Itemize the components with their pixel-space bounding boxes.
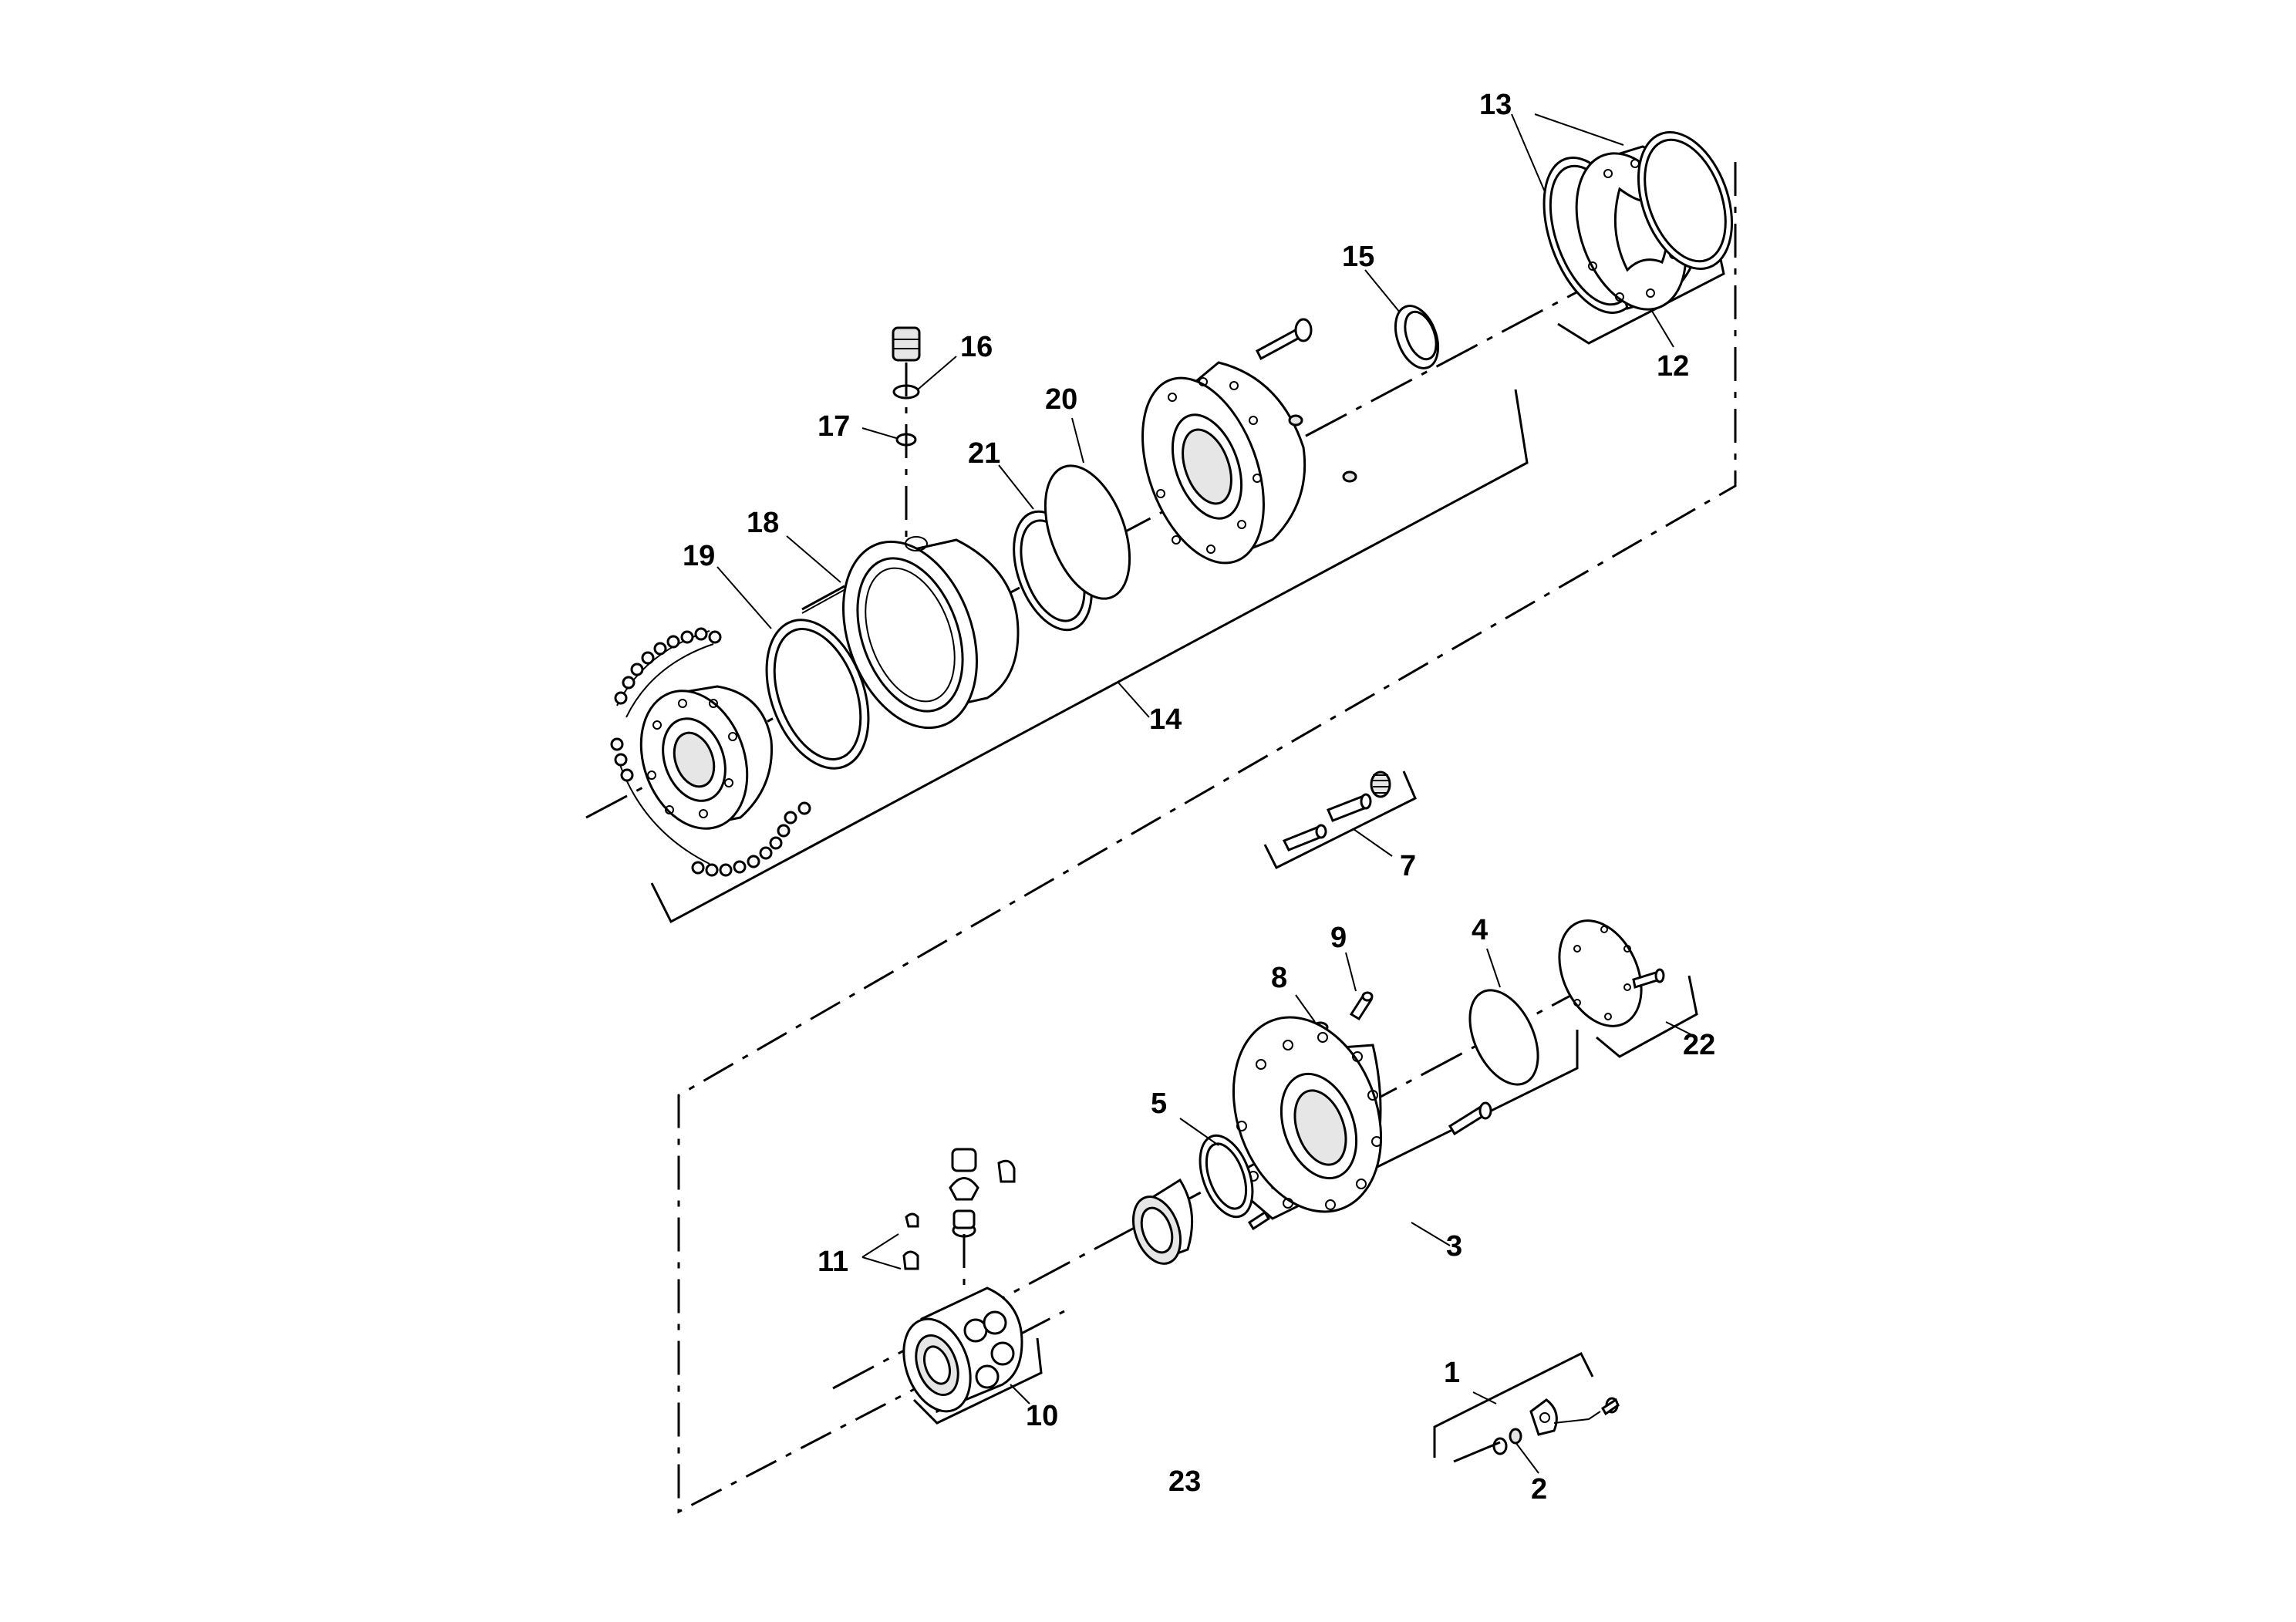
leader-20 [1071,417,1084,464]
leader-5 [1179,1118,1219,1146]
leader-1 [1472,1391,1497,1404]
leader-2 [1515,1442,1539,1474]
callout-19: 19 [683,540,715,572]
callout-21: 21 [968,437,1000,470]
drive-flange [639,685,773,830]
vanes-11 [902,1148,1016,1296]
leader-7 [1353,828,1393,857]
callout-4: 4 [1472,914,1488,946]
cover-plate-22 [1558,919,1698,1058]
callout-12: 12 [1657,350,1689,383]
callout-13: 13 [1479,89,1512,121]
seal-ring-19 [765,619,870,770]
bracket-kit-1 [1433,1351,1620,1463]
leader-18 [786,535,841,583]
ball-ring-19 [610,627,811,877]
screw-9 [1349,991,1374,1021]
callout-9: 9 [1330,922,1347,954]
callout-8: 8 [1271,962,1287,994]
leader-11a [861,1233,899,1258]
callout-23: 23 [1168,1465,1201,1498]
flange-housing [1141,318,1357,565]
leader-19 [716,566,772,629]
callout-2: 2 [1531,1473,1547,1506]
leader-3 [1411,1222,1451,1246]
bearing-5 [1132,1134,1254,1265]
callout-5: 5 [1151,1088,1167,1120]
leader-12 [1650,308,1674,348]
leader-17 [861,427,897,439]
leader-13a [1511,113,1551,205]
rotor-block-10 [902,1286,1043,1425]
leader-9 [1345,952,1357,992]
bearing-ring-15 [1394,305,1440,369]
leader-8 [1295,994,1316,1023]
callout-22: 22 [1683,1029,1715,1061]
callout-1: 1 [1444,1357,1460,1389]
leader-15 [1364,269,1401,313]
callout-15: 15 [1342,241,1374,273]
leader-13b [1534,113,1624,146]
leader-21 [998,464,1034,510]
callout-20: 20 [1045,383,1077,416]
housing-drum [842,536,1020,730]
pin-kit-7 [1263,771,1417,870]
leader-16 [917,356,957,390]
leader-14 [1118,682,1150,718]
pin-18 [801,585,848,614]
callout-16: 16 [960,331,993,363]
o-ring-20 [1043,464,1131,600]
callout-7: 7 [1400,850,1416,882]
bracket-14 [650,389,1529,924]
motor-housing-3 [1218,1016,1579,1231]
valve-plug-16 [892,326,921,540]
leader-22 [1665,1021,1698,1038]
callout-17: 17 [818,410,850,443]
callout-11: 11 [818,1246,848,1278]
connector-long-right [677,162,1737,1514]
leader-10 [1010,1384,1030,1404]
leader-4 [1486,948,1501,988]
callout-10: 10 [1026,1400,1058,1432]
leader-11b [861,1256,902,1270]
callout-3: 3 [1446,1230,1462,1263]
callout-14: 14 [1149,703,1182,736]
callout-18: 18 [747,507,779,539]
o-ring-4 [1468,989,1539,1086]
hub-12-13 [1542,131,1734,314]
